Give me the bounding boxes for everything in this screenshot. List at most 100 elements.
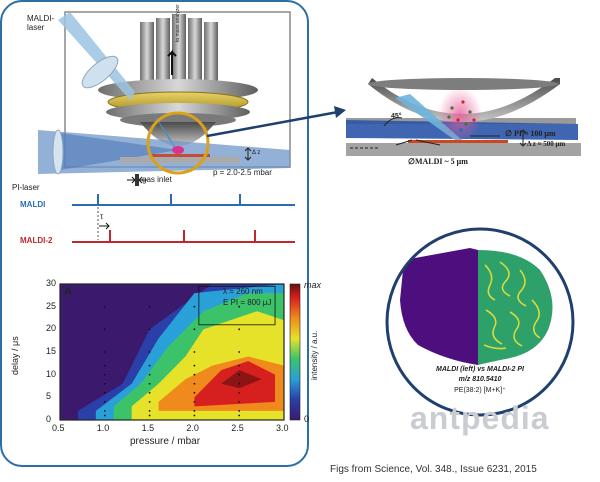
measurement-point xyxy=(148,414,151,417)
y-tick-label: 30 xyxy=(46,278,57,288)
measurement-point xyxy=(103,305,106,308)
measurement-point xyxy=(103,351,106,353)
measurement-point xyxy=(238,364,241,367)
measurement-point xyxy=(103,391,106,394)
measurement-point xyxy=(148,351,151,353)
ion-plume xyxy=(172,146,184,154)
pi-diameter-label: ∅ PI ≈ 100 μm xyxy=(505,129,556,138)
measurement-point xyxy=(238,414,241,417)
maldi-half xyxy=(400,248,478,365)
measurement-point xyxy=(193,414,196,417)
x-tick-label: 1.5 xyxy=(141,423,155,433)
dz-inset-label: Δ z ≈ 500 μm xyxy=(527,140,566,148)
maldi-lens xyxy=(81,55,119,89)
measurement-point xyxy=(193,305,196,308)
energy-annotation: E PI = 800 μJ xyxy=(223,298,272,307)
measurement-point xyxy=(103,373,106,376)
measurement-point xyxy=(238,410,241,412)
x-tick-label: 2.0 xyxy=(186,423,199,433)
x-tick-label: 1.0 xyxy=(96,423,110,433)
measurement-point xyxy=(238,328,241,331)
y-tick-label: 0 xyxy=(46,414,52,424)
y-tick-label: 10 xyxy=(46,368,57,379)
sample-plate-inset xyxy=(346,143,581,156)
measurement-point xyxy=(148,305,151,308)
maldi-laser-label: MALDI- laser xyxy=(27,14,55,32)
measurement-point xyxy=(148,328,151,331)
measurement-point xyxy=(148,391,151,394)
x-tick-label: 3.0 xyxy=(276,423,289,433)
maldi-timing-label: MALDI xyxy=(20,200,46,209)
measurement-point xyxy=(103,328,106,331)
measurement-point xyxy=(103,400,106,403)
wavelength-annotation: λ = 260 nm xyxy=(223,287,263,296)
measurement-point xyxy=(193,410,196,412)
gas-inlet-label: gas inlet xyxy=(142,175,172,184)
dz-label: Δ z xyxy=(252,150,261,156)
heatmap-chart xyxy=(59,283,285,421)
measurement-point xyxy=(103,382,106,385)
measurement-point xyxy=(193,328,196,331)
zoom-inset xyxy=(346,78,581,156)
measurement-point xyxy=(193,364,196,367)
x-tick-label: 2.5 xyxy=(231,423,244,433)
angle-label: 45° xyxy=(391,113,402,120)
measurement-point xyxy=(193,351,196,353)
measurement-point xyxy=(238,305,241,308)
x-axis-label: pressure / mbar xyxy=(130,436,201,447)
maldi2-half xyxy=(478,250,553,365)
y-tick-label: 15 xyxy=(46,346,57,356)
tau-label: τ xyxy=(100,212,104,221)
measurement-point xyxy=(238,351,241,353)
y-tick-label: 25 xyxy=(46,300,57,311)
measurement-point xyxy=(103,414,106,417)
plume-inset xyxy=(438,87,482,143)
zoom-circle xyxy=(146,111,210,175)
measurement-point xyxy=(193,373,196,376)
brain-caption-line1: MALDI (left) vs MALDI-2 PI xyxy=(436,366,524,373)
measurement-point xyxy=(238,400,241,403)
watermark: antpedia xyxy=(410,400,550,436)
brain-image xyxy=(385,227,575,417)
annotation-box xyxy=(198,285,276,326)
tau-arrow xyxy=(99,222,110,230)
mass-analyzer xyxy=(140,14,218,82)
zoom-arrow xyxy=(206,110,339,138)
panel-label: A xyxy=(64,286,72,298)
brain-caption-line2: m/z 810.5410 xyxy=(458,376,502,383)
timing-diagram xyxy=(72,194,295,243)
colorbar-label: intensity / a.u. xyxy=(310,330,319,380)
sample-stage xyxy=(120,157,240,163)
measurement-point xyxy=(148,410,151,412)
intensity-region-6 xyxy=(221,370,262,389)
colorbar-min: 0 xyxy=(304,414,310,424)
analyzer-label: to mass analyzer xyxy=(175,4,181,42)
measurement-point xyxy=(193,391,196,394)
colorbar-max: max xyxy=(304,280,322,290)
dz-arrow xyxy=(244,147,252,161)
colorbar xyxy=(289,283,301,421)
measurement-point xyxy=(193,400,196,403)
measurement-point xyxy=(103,410,106,412)
measurement-point xyxy=(148,373,151,376)
maldi2-timing-label: MALDI-2 xyxy=(20,236,53,245)
measurement-point xyxy=(148,382,151,385)
y-tick-label: 5 xyxy=(46,391,52,402)
measurement-point xyxy=(238,373,241,376)
measurement-point xyxy=(238,391,241,394)
pi-laser-label: PI-laser xyxy=(12,183,40,192)
x-tick-label: 0.5 xyxy=(52,423,65,433)
pi-lens xyxy=(52,129,64,175)
brain-circle-frame xyxy=(385,227,575,417)
measurement-point xyxy=(103,364,106,367)
credit-text: Figs from Science, Vol. 348., Issue 6231… xyxy=(330,464,537,475)
maldi-diameter-label: ∅MALDI ~ 5 μm xyxy=(408,157,468,166)
maldi-laser-beam xyxy=(58,12,135,100)
y-axis-label: delay / μs xyxy=(10,336,20,375)
arrow-up-icon xyxy=(167,49,177,75)
pressure-label: p = 2.0-2.5 mbar xyxy=(213,168,272,177)
measurement-point xyxy=(238,382,241,385)
measurement-point xyxy=(148,364,151,367)
measurement-point xyxy=(193,382,196,385)
